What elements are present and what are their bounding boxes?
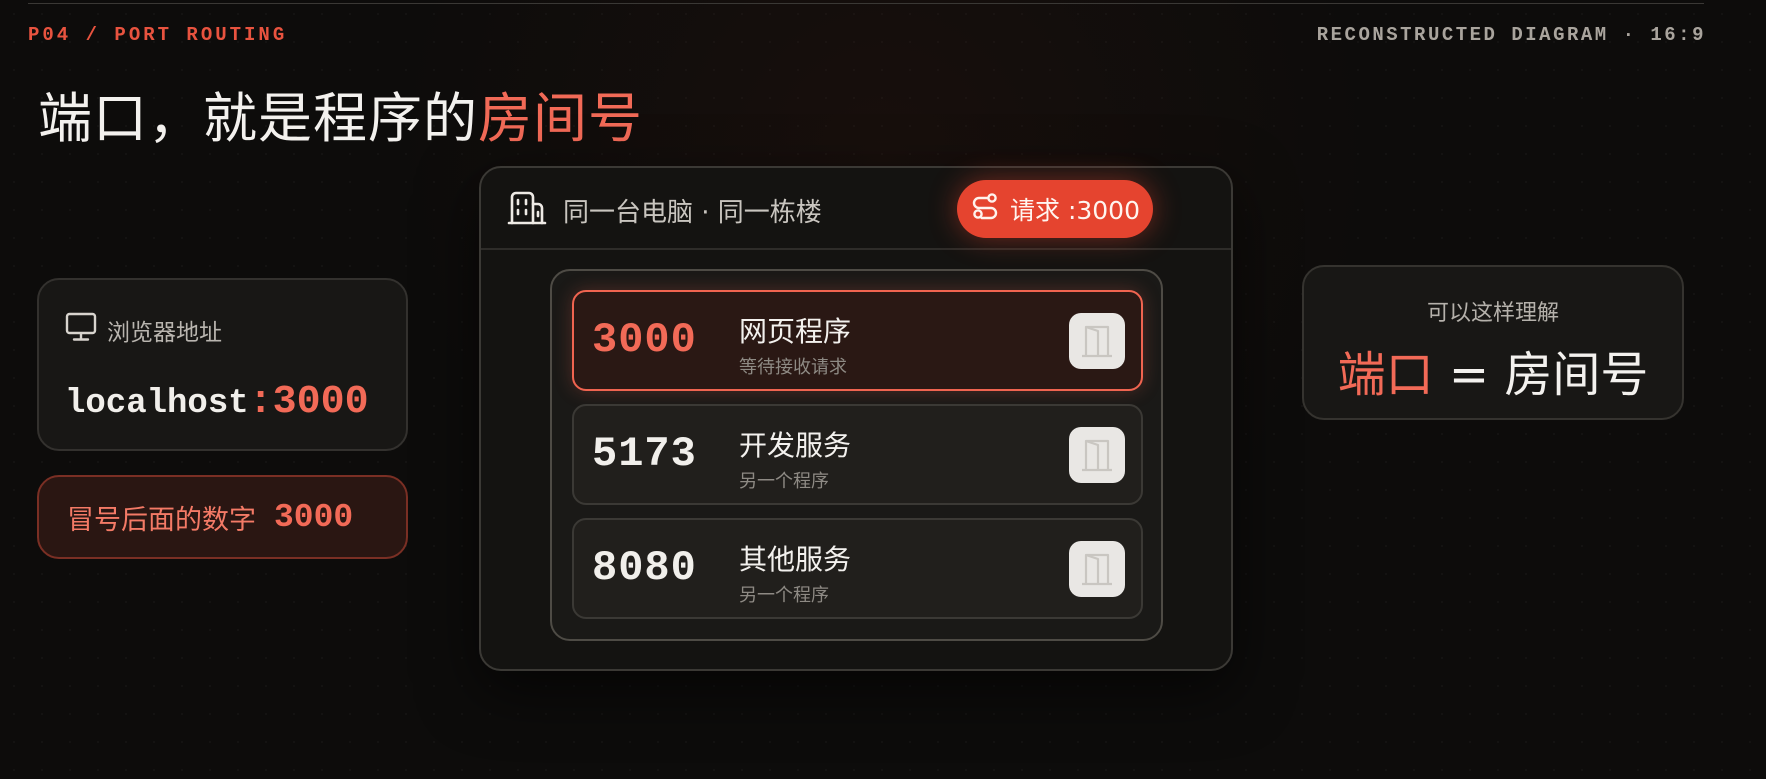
section-tag: P04 / PORT ROUTING (28, 24, 288, 46)
rooms-frame: 3000 网页程序 等待接收请求 5173 开发服务 另一个程序 (550, 269, 1163, 641)
colon-number-card: 冒号后面的数字 3000 (37, 475, 408, 559)
analogy-card: 可以这样理解 端口 = 房间号 (1302, 265, 1684, 420)
address-colon: : (248, 380, 273, 425)
request-label: 请求 :3000 (1010, 196, 1140, 225)
room-port: 8080 (592, 544, 697, 592)
analogy-equals: = (1448, 347, 1490, 403)
page-title: 端口，就是程序的房间号 (38, 74, 643, 153)
page-title-main: 端口，就是程序的 (38, 87, 478, 150)
building-card: 同一台电脑 · 同一栋楼 请求 :3000 3000 网页程序 等待接收请求 (479, 166, 1233, 671)
room-row-8080[interactable]: 8080 其他服务 另一个程序 (572, 518, 1143, 619)
analogy-label: 可以这样理解 (1426, 301, 1559, 326)
room-row-3000[interactable]: 3000 网页程序 等待接收请求 (572, 290, 1143, 391)
address-card-header: 浏览器地址 (65, 312, 222, 348)
colon-number-label: 冒号后面的数字 (67, 504, 256, 536)
room-subtitle: 另一个程序 (739, 585, 829, 606)
room-row-5173[interactable]: 5173 开发服务 另一个程序 (572, 404, 1143, 505)
address-host: localhost (65, 385, 249, 423)
room-subtitle: 另一个程序 (739, 471, 829, 492)
request-pill: 请求 :3000 (957, 180, 1153, 238)
building-icon (507, 188, 547, 233)
room-name: 开发服务 (739, 429, 852, 462)
room-port: 3000 (592, 316, 697, 364)
address-port: 3000 (272, 380, 369, 425)
analogy-left: 端口 (1337, 347, 1434, 403)
monitor-icon (65, 312, 97, 348)
door-icon[interactable] (1069, 541, 1125, 597)
address-url: localhost:3000 (65, 380, 369, 425)
address-card-label: 浏览器地址 (107, 320, 222, 346)
room-name: 其他服务 (739, 543, 852, 576)
route-icon (970, 191, 1000, 227)
building-title-row: 同一台电脑 · 同一栋楼 (507, 188, 822, 233)
door-icon[interactable] (1069, 313, 1125, 369)
browser-address-card: 浏览器地址 localhost:3000 (37, 278, 408, 451)
door-icon[interactable] (1069, 427, 1125, 483)
analogy-right: 房间号 (1504, 347, 1649, 403)
building-title: 同一台电脑 · 同一栋楼 (563, 198, 822, 228)
room-name: 网页程序 (739, 315, 852, 348)
page-title-accent: 房间号 (478, 87, 643, 150)
building-header: 同一台电脑 · 同一栋楼 请求 :3000 (481, 168, 1231, 250)
room-subtitle: 等待接收请求 (739, 357, 847, 378)
top-divider (28, 3, 1704, 4)
colon-number-port: 3000 (274, 498, 354, 536)
analogy-equation: 端口 = 房间号 (1304, 335, 1682, 405)
room-port: 5173 (592, 430, 697, 478)
corner-tag: RECONSTRUCTED DIAGRAM · 16:9 (1316, 24, 1706, 46)
